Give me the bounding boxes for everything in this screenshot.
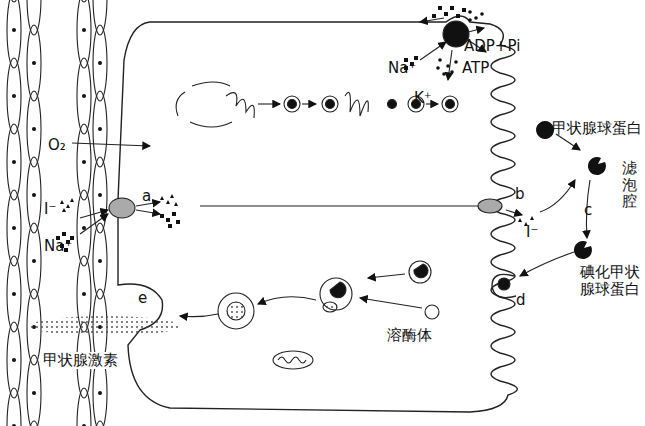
label: 甲状腺球蛋白 (552, 120, 642, 137)
label: b (515, 186, 525, 203)
label: I⁻ (526, 224, 538, 241)
label: d (516, 292, 526, 309)
label: e (138, 290, 147, 307)
label: c (584, 202, 592, 219)
label: ATP (462, 60, 489, 77)
label: K⁺ (414, 90, 432, 107)
label: Na⁺ (388, 60, 416, 77)
label: 溶酶体 (386, 327, 433, 344)
label: O₂ (48, 137, 66, 154)
label: I⁻ (44, 201, 56, 218)
label: Na⁺ (44, 238, 72, 255)
label: a (142, 188, 151, 205)
label: 甲状腺激素 (42, 352, 119, 369)
label: 滤泡腔 (622, 160, 637, 210)
label: ADP+Pi (464, 38, 520, 55)
label: 碘化甲状腺球蛋白 (580, 264, 642, 299)
